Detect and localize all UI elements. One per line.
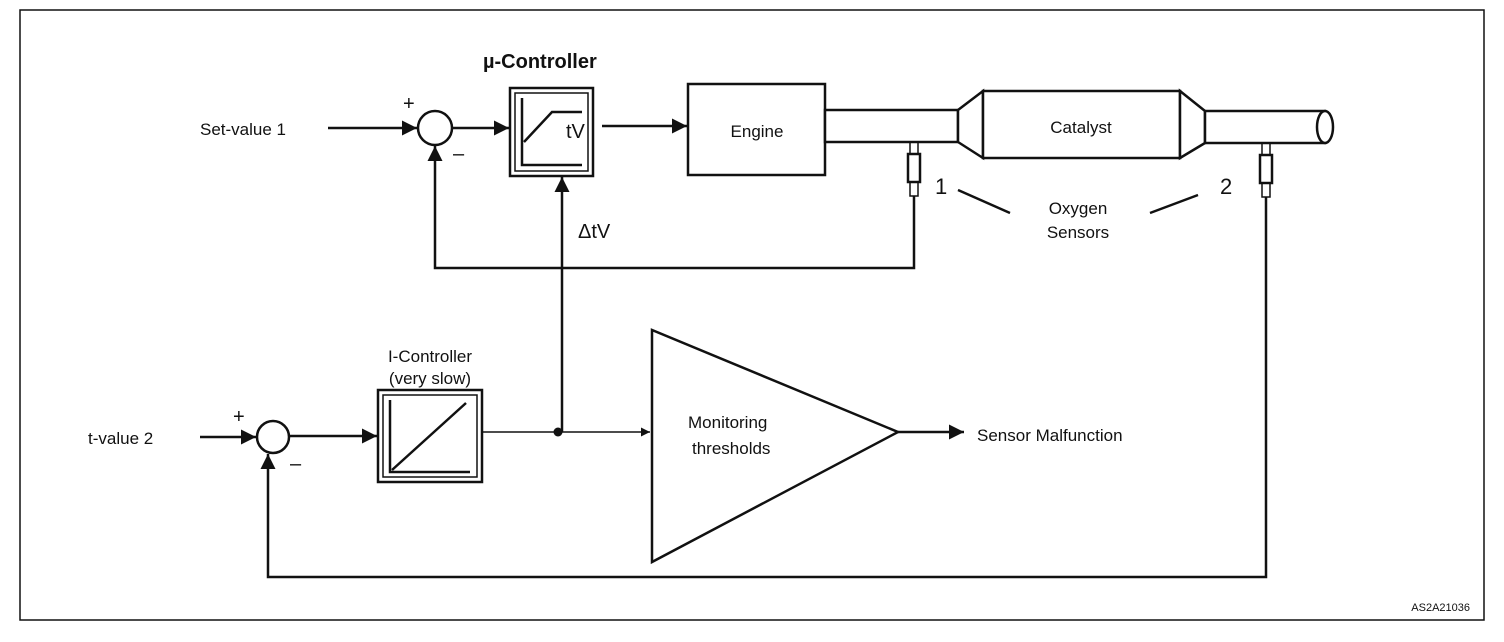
catalyst-label: Catalyst: [1050, 118, 1112, 137]
monitoring-label: Monitoring: [688, 413, 767, 432]
minus-sign-1: –: [453, 143, 465, 165]
sensor-2-number: 2: [1220, 174, 1232, 199]
set-value-1-label: Set-value 1: [200, 120, 286, 139]
frame: [19, 9, 1485, 621]
tv-label: tV: [566, 121, 586, 143]
minus-sign-2: –: [290, 453, 302, 475]
junction-dot: [553, 427, 563, 437]
sensor-1-leader: [957, 188, 1011, 215]
i-controller-subtitle: (very slow): [389, 369, 471, 388]
sensors-label: Sensors: [1047, 223, 1109, 242]
feedback-loop-2: [260, 197, 1268, 579]
oxygen-sensor-1: [906, 141, 922, 197]
t-value-2-label: t-value 2: [88, 429, 153, 448]
summing-junction-1: [416, 109, 454, 147]
mu-controller-title: µ-Controller: [483, 51, 597, 73]
oxygen-sensor-2: [1258, 142, 1274, 198]
feedback-loop-1: [427, 146, 916, 270]
engine-label: Engine: [731, 122, 784, 141]
plus-sign-2: +: [233, 406, 245, 428]
i-controller-block: [376, 388, 484, 484]
summing-junction-2: [255, 419, 291, 455]
sensor-malfunction-label: Sensor Malfunction: [977, 426, 1123, 445]
delta-tv-label: ΔtV: [578, 221, 611, 243]
figure-id: AS2A21036: [1411, 602, 1470, 614]
sensor-2-leader: [1149, 193, 1199, 215]
i-controller-title: I-Controller: [388, 347, 472, 366]
engine-block: [686, 82, 827, 177]
oxygen-label: Oxygen: [1049, 199, 1108, 218]
thresholds-label: thresholds: [692, 439, 770, 458]
mu-controller-block: [508, 86, 595, 178]
plus-sign-1: +: [403, 93, 415, 115]
exhaust-pipe: [823, 88, 1335, 161]
monitoring-thresholds-block: [650, 328, 901, 565]
sensor-1-number: 1: [935, 174, 947, 199]
